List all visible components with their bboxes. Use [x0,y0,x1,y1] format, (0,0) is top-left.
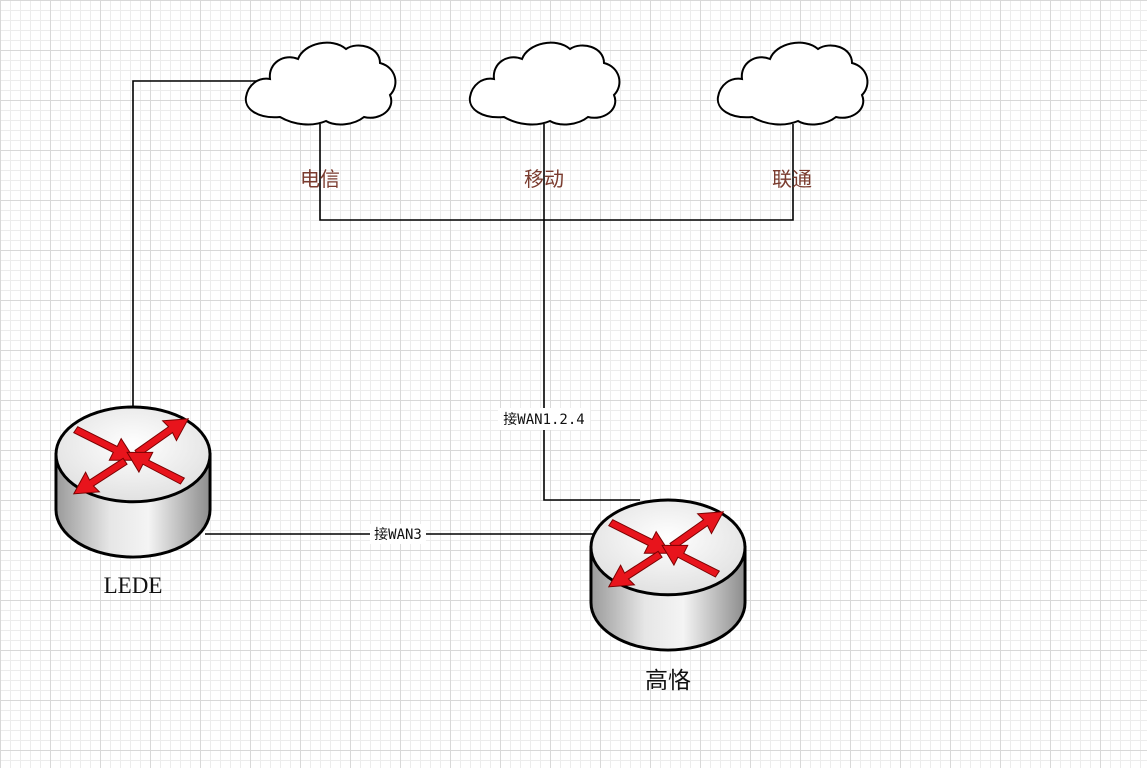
router-gaoge [589,498,747,652]
router-label-lede: LEDE [104,573,163,598]
cloud-icon [716,41,869,126]
router-icon [54,405,212,559]
link-label-gaoge-isp: 接WAN1.2.4 [503,411,584,428]
cloud-mobile [468,41,621,126]
router-icon [589,498,747,652]
cloud-label-unicom: 联通 [772,167,812,191]
router-label-gaoge: 高恪 [645,668,691,693]
connection-lines [132,80,794,535]
line-bus-to-gaoge [543,220,640,501]
cloud-unicom [716,41,869,126]
link-label-lede-gaoge: 接WAN3 [374,526,422,543]
cloud-icon [244,41,397,126]
router-lede [54,405,212,559]
link-label-bg [370,524,426,544]
link-label-bg [498,408,590,430]
cloud-label-mobile: 移动 [524,167,564,191]
cloud-label-telecom: 电信 [300,167,340,191]
line-lede-to-telecom [132,80,320,408]
line-isp-bus [319,124,794,221]
cloud-telecom [244,41,397,126]
cloud-icon [468,41,621,126]
